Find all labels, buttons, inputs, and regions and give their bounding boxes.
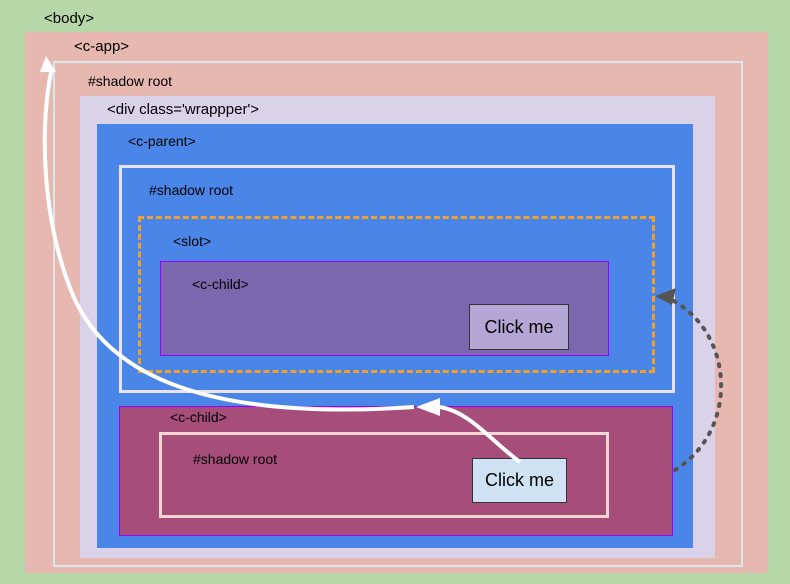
c-child-shadow-root-label: #shadow root: [193, 451, 278, 467]
bubble-arrowhead-long: [40, 56, 56, 72]
slot-dotted-arrow: [666, 296, 723, 472]
slot-label: <slot>: [173, 233, 212, 249]
retarget-arrow-short: [439, 405, 522, 464]
c-app-label: <c-app>: [74, 38, 130, 55]
c-parent-label: <c-parent>: [128, 133, 196, 149]
c-child-shadow-root: #shadow root: [159, 432, 609, 518]
body-label: <body>: [44, 10, 95, 27]
c-child-shadow-label: <c-child>: [170, 409, 227, 425]
wrapper-div-label: <div class='wrappper'>: [107, 101, 260, 118]
click-me-button-shadow[interactable]: Click me: [472, 458, 567, 503]
c-child-slotted-label: <c-child>: [192, 276, 249, 292]
c-parent-shadow-root: #shadow root: [119, 165, 675, 393]
slot-box: <slot>: [138, 216, 655, 373]
c-app-shadow-root-label: #shadow root: [88, 73, 173, 89]
c-parent-shadow-root-label: #shadow root: [149, 182, 234, 198]
slot-dotted-arrowhead: [655, 288, 676, 305]
c-app-shadow-root: #shadow root: [53, 61, 743, 567]
click-me-button-slotted[interactable]: Click me: [469, 304, 569, 350]
c-child-shadow-box: <c-child>: [119, 406, 673, 536]
retarget-arrowhead-short: [416, 398, 440, 416]
bubble-arrow-long: [42, 67, 415, 412]
